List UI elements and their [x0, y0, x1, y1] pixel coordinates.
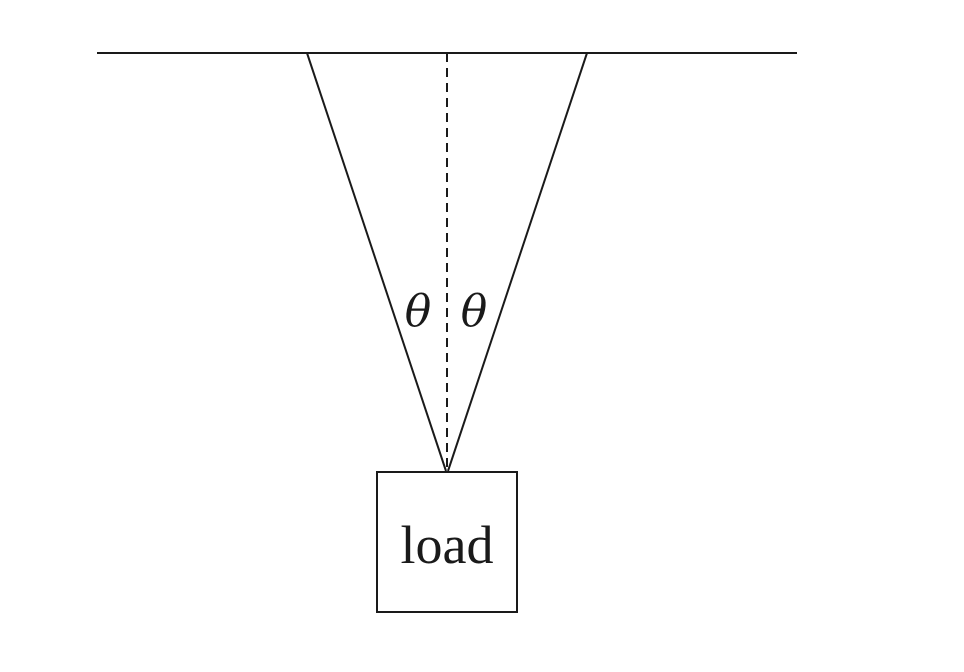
load-box: [376, 471, 518, 613]
right-rope: [447, 52, 588, 472]
angle-left-label: θ: [405, 286, 432, 337]
angle-right-label: θ: [461, 286, 488, 337]
left-rope: [306, 52, 447, 472]
load-label: load: [401, 515, 494, 575]
